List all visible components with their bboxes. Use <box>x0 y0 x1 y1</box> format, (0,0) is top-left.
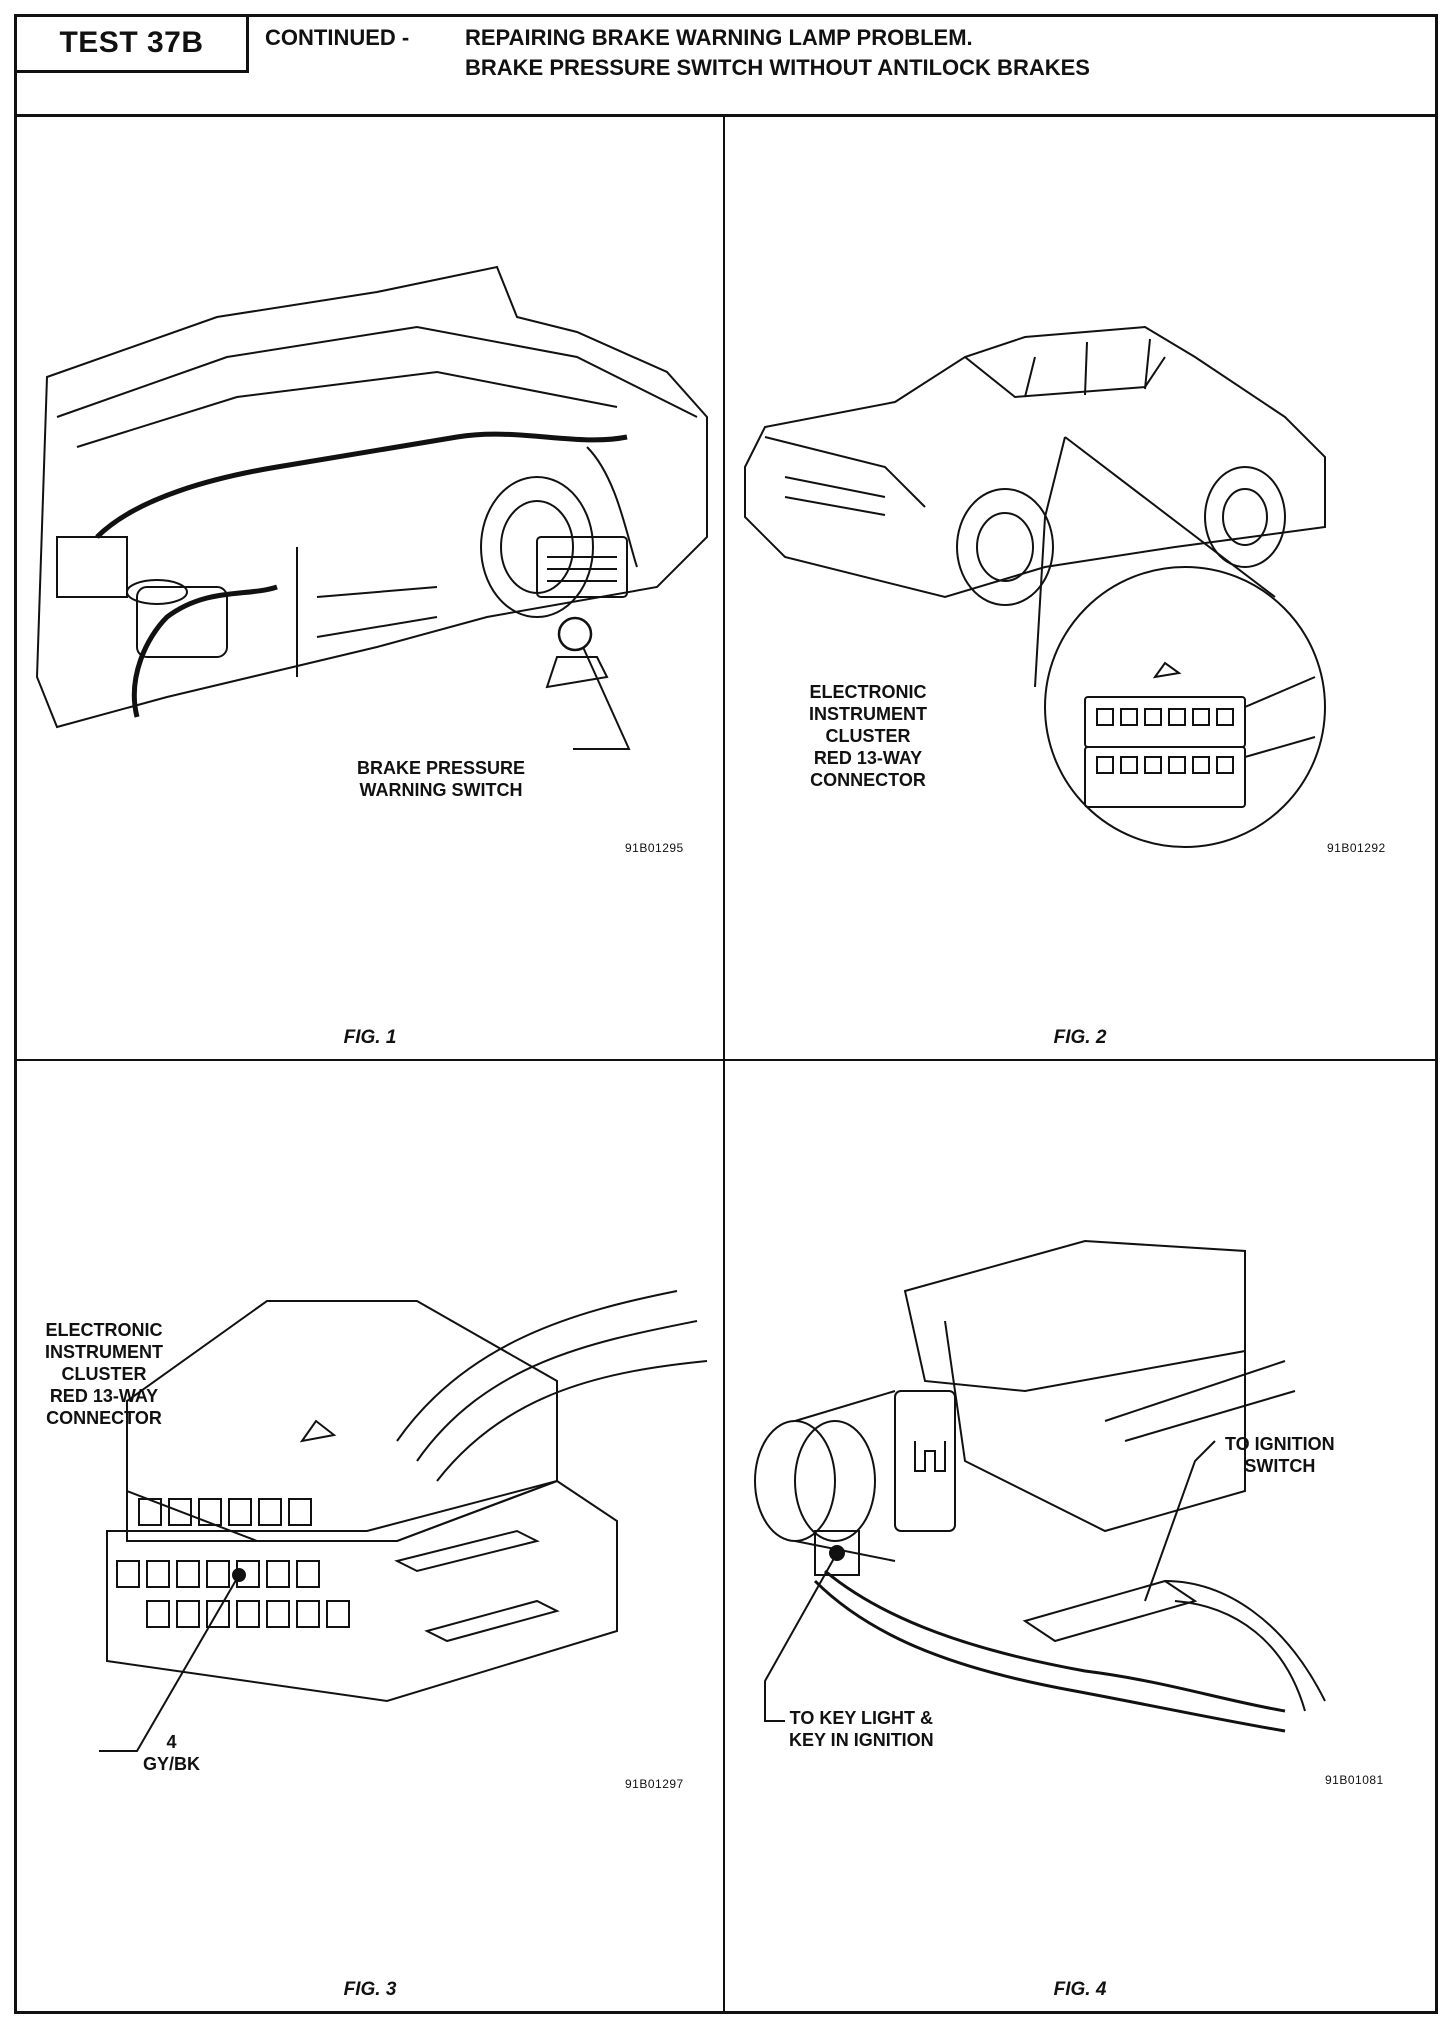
connector-illustration <box>17 1061 721 2007</box>
callout-line: TO IGNITION <box>1225 1434 1335 1454</box>
callout-line: RED 13-WAY <box>49 1386 159 1406</box>
steering-column-illustration <box>725 1061 1431 2007</box>
key-light-callout: TO KEY LIGHT & KEY IN IGNITION <box>789 1707 934 1751</box>
figure-caption: FIG. 1 <box>343 1027 397 1048</box>
service-manual-sheet: TEST 37B CONTINUED - REPAIRING BRAKE WAR… <box>14 14 1438 2014</box>
callout-line: INSTRUMENT <box>809 704 927 724</box>
callout-line: CLUSTER <box>61 1364 147 1384</box>
figure-caption: FIG. 2 <box>1053 1027 1107 1048</box>
sedan-illustration <box>725 117 1431 1057</box>
callout-line: CONNECTOR <box>46 1408 162 1428</box>
figure-caption: FIG. 4 <box>1053 1979 1107 2000</box>
callout-line: KEY IN IGNITION <box>789 1730 934 1750</box>
callout-line: BRAKE PRESSURE <box>357 758 526 778</box>
callout-line: RED 13-WAY <box>813 748 923 768</box>
connector-callout: ELECTRONIC INSTRUMENT CLUSTER RED 13-WAY… <box>45 1319 163 1429</box>
callout-line: TO KEY LIGHT & <box>789 1708 934 1728</box>
header-title-line2: BRAKE PRESSURE SWITCH WITHOUT ANTILOCK B… <box>465 55 1090 80</box>
header-prefix: CONTINUED - <box>265 25 410 50</box>
callout-line: ELECTRONIC <box>45 1320 163 1340</box>
engine-bay-illustration <box>17 117 721 1057</box>
pin-wire-color: GY/BK <box>143 1754 201 1774</box>
figure-ref-code: 91B01081 <box>1325 1773 1384 1787</box>
pin-number: 4 <box>166 1732 177 1752</box>
figure-4-panel: TO IGNITION SWITCH TO KEY LIGHT & KEY IN… <box>725 1061 1435 2011</box>
callout-line: SWITCH <box>1244 1456 1316 1476</box>
callout-line: WARNING SWITCH <box>359 780 523 800</box>
figure-2-panel: ELECTRONIC INSTRUMENT CLUSTER RED 13-WAY… <box>725 117 1435 1061</box>
figure-1-panel: BRAKE PRESSURE WARNING SWITCH 91B01295 F… <box>17 117 725 1061</box>
ignition-switch-callout: TO IGNITION SWITCH <box>1225 1433 1335 1477</box>
figure-ref-code: 91B01297 <box>625 1777 684 1791</box>
figure-ref-code: 91B01295 <box>625 841 684 855</box>
figure-caption: FIG. 3 <box>343 1979 397 2000</box>
test-number-label: TEST 37B <box>17 17 249 73</box>
figure-ref-code: 91B01292 <box>1327 841 1386 855</box>
connector-callout: ELECTRONIC INSTRUMENT CLUSTER RED 13-WAY… <box>809 681 927 791</box>
pin-callout: 4 GY/BK <box>143 1731 200 1775</box>
callout-line: CLUSTER <box>825 726 911 746</box>
callout-line: CONNECTOR <box>810 770 926 790</box>
callout-line: INSTRUMENT <box>45 1342 163 1362</box>
figure-3-panel: ELECTRONIC INSTRUMENT CLUSTER RED 13-WAY… <box>17 1061 725 2011</box>
page-header: TEST 37B CONTINUED - REPAIRING BRAKE WAR… <box>17 17 1435 117</box>
callout-line: ELECTRONIC <box>809 682 927 702</box>
brake-pressure-switch-callout: BRAKE PRESSURE WARNING SWITCH <box>357 757 525 801</box>
header-title-line1: REPAIRING BRAKE WARNING LAMP PROBLEM. <box>465 25 973 50</box>
